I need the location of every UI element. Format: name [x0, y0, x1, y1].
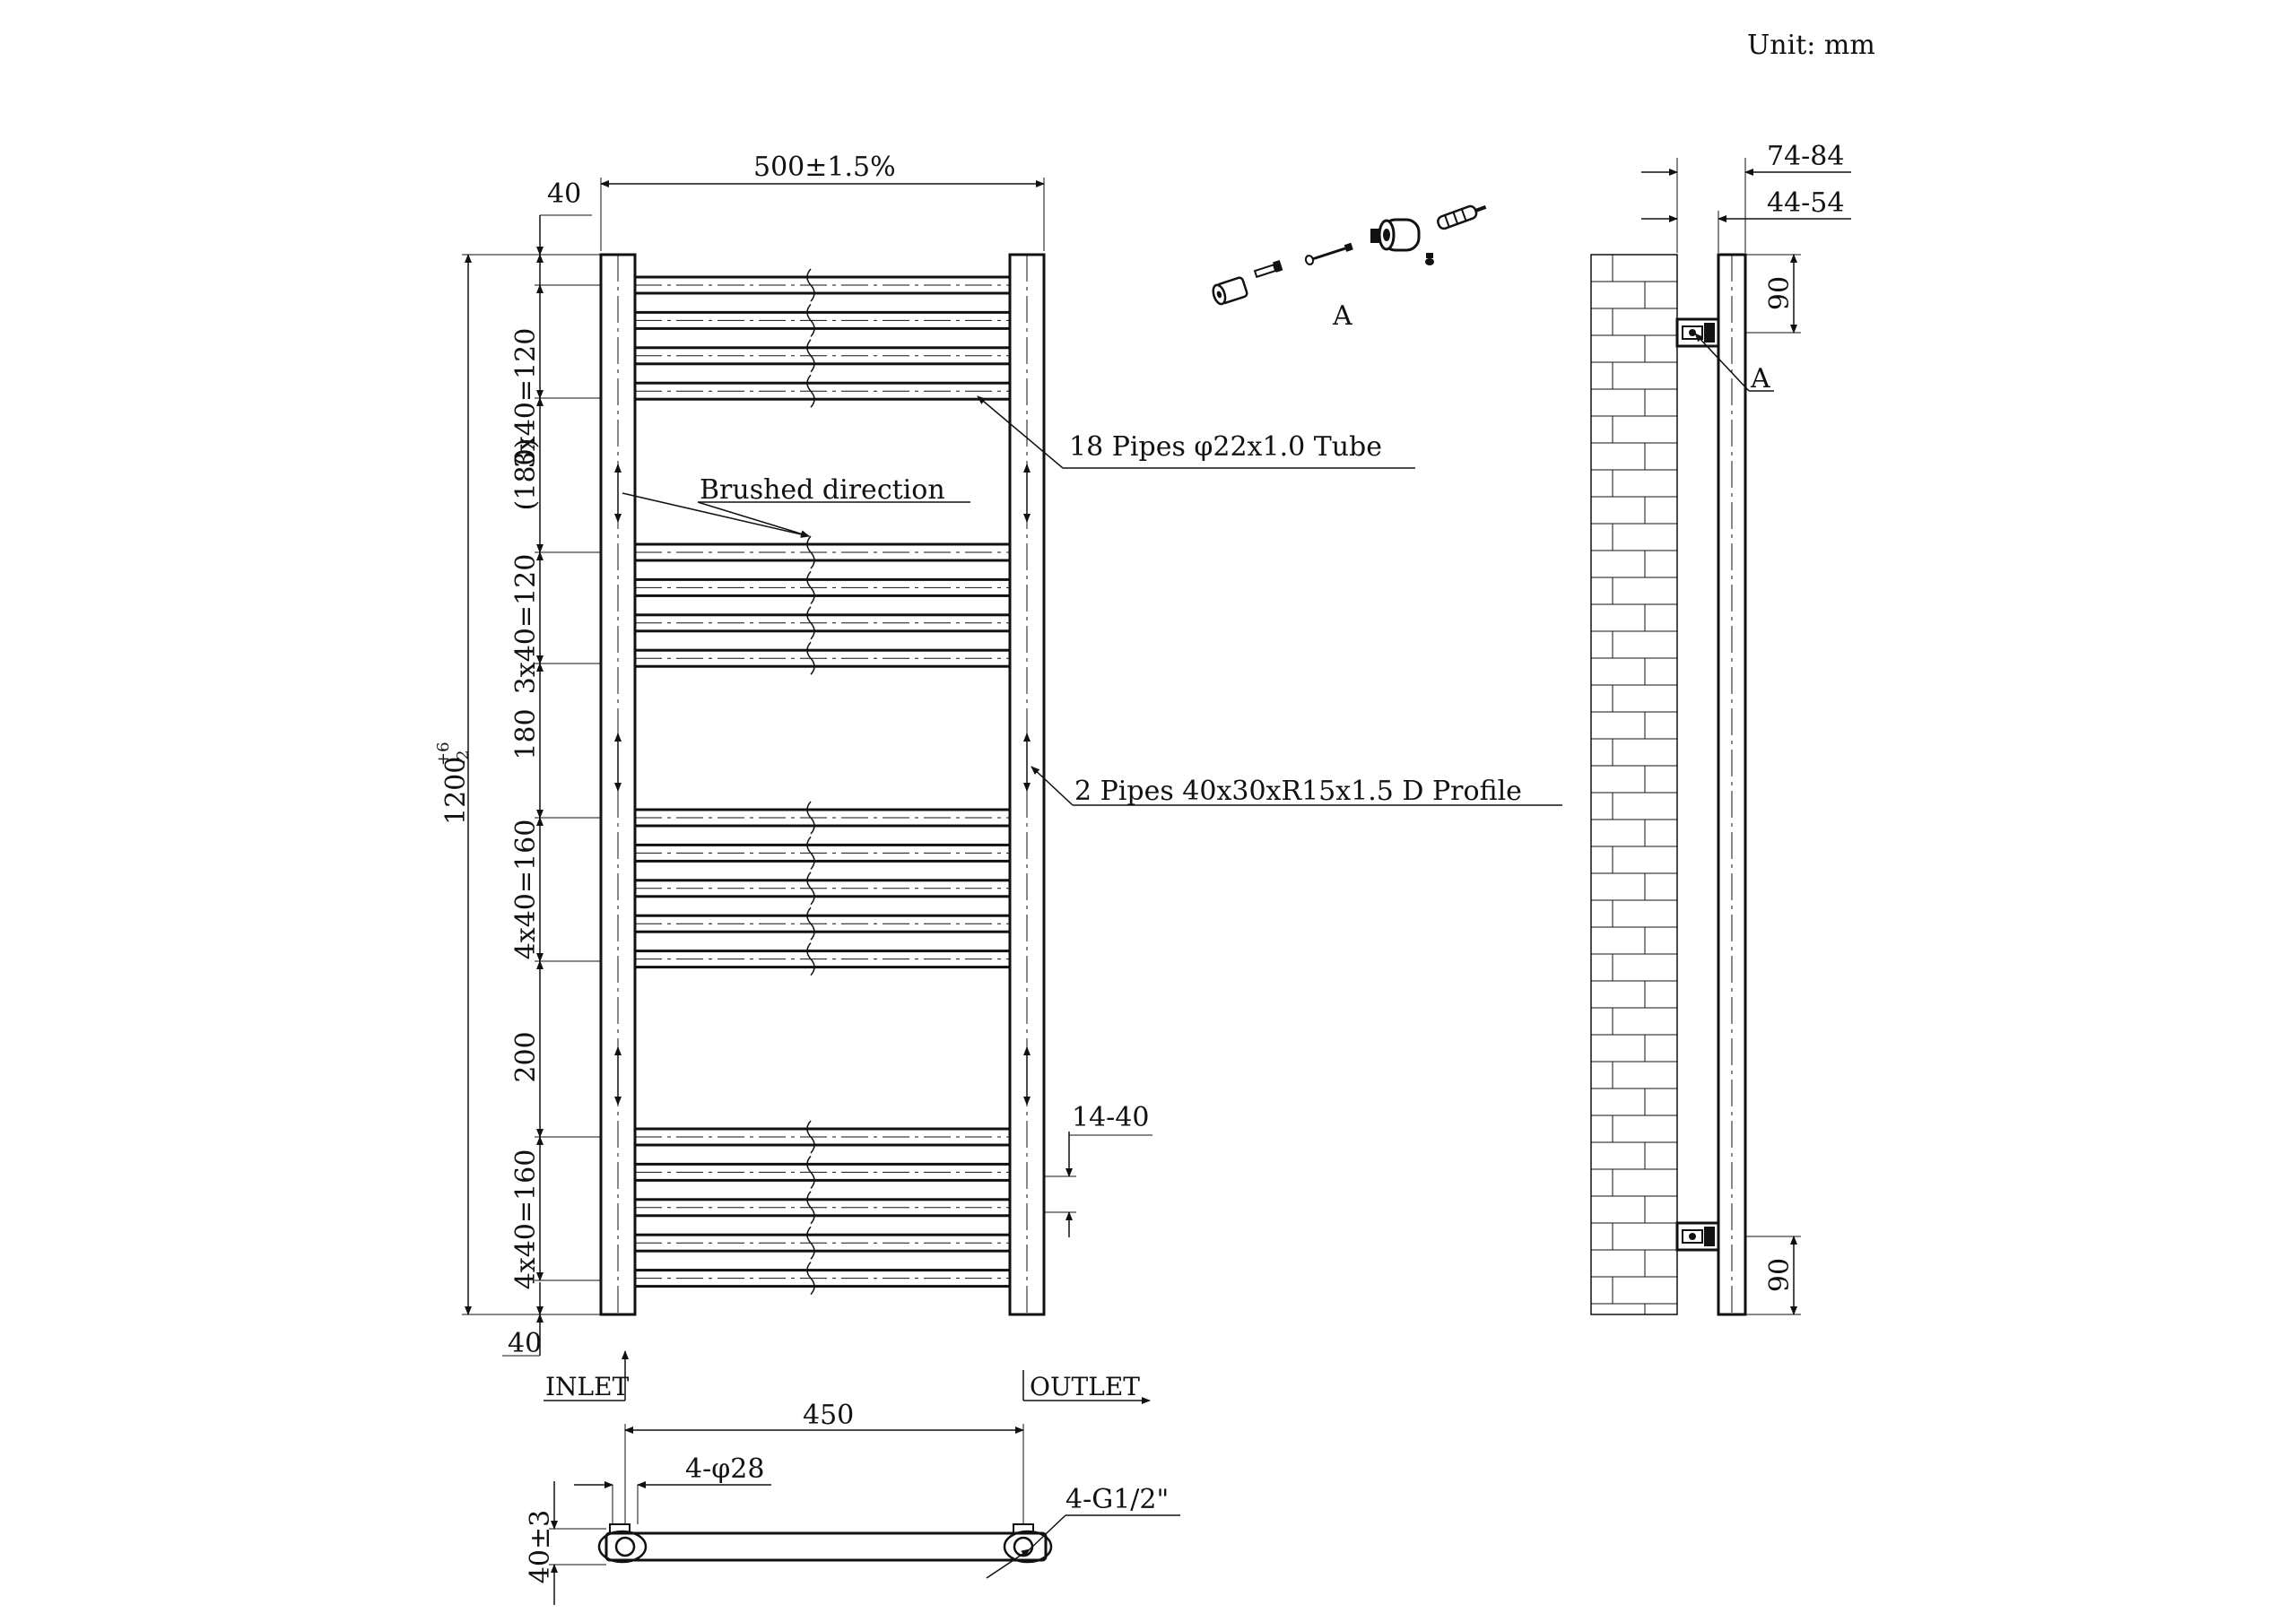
bracket-top-dimension: 90 — [1764, 276, 1796, 310]
bottom-bracket — [1675, 1221, 1720, 1252]
break-mark — [806, 570, 815, 604]
top-offset-dimension: 40 — [547, 178, 581, 210]
thread-dimension: 4-G1/2" — [1065, 1484, 1169, 1515]
break-mark — [806, 268, 815, 302]
height-tolerance-upper: +6 — [434, 742, 453, 766]
segment-dim-2: (180) — [510, 438, 542, 511]
fixing-kit-detail: A — [1212, 204, 1487, 332]
pipe-bars — [633, 275, 1012, 1288]
profile-callout: 2 Pipes 40x30xR15x1.5 D Profile — [1074, 776, 1522, 807]
segment-dim-6: 200 — [510, 1031, 542, 1082]
break-mark — [806, 872, 815, 906]
depth-dimension: 40±3 — [525, 1510, 556, 1583]
segment-dimension-chain — [535, 284, 601, 1281]
bottom-offset-dimension: 40 — [508, 1328, 542, 1359]
bracket-bottom-dimension: 90 — [1764, 1258, 1796, 1292]
break-mark — [806, 1155, 815, 1189]
brushed-direction-arrows — [614, 464, 1031, 1106]
break-mark — [806, 535, 815, 569]
side-callout-a: A — [1750, 363, 1770, 395]
pipes-callout: 18 Pipes φ22x1.0 Tube — [1069, 431, 1382, 463]
wall-bricks — [1591, 255, 1677, 1314]
height-dimension: 1200 — [440, 757, 472, 825]
inlet-label: INLET — [545, 1372, 630, 1401]
break-mark — [806, 942, 815, 976]
front-view — [599, 253, 1046, 1316]
break-mark — [806, 1262, 815, 1296]
break-mark — [806, 836, 815, 870]
break-marks — [806, 268, 815, 1296]
break-mark — [806, 1226, 815, 1260]
gap-dimension: 14-40 — [1072, 1102, 1149, 1133]
break-mark — [806, 1191, 815, 1225]
centers-dimension: 450 — [803, 1400, 854, 1431]
break-mark — [806, 801, 815, 835]
break-mark — [806, 906, 815, 941]
break-mark — [806, 606, 815, 640]
side-view: 74-84 44-54 90 90 A — [1590, 141, 1851, 1316]
detail-a-label: A — [1332, 300, 1352, 332]
break-mark — [806, 1120, 815, 1154]
break-mark — [806, 374, 815, 408]
break-mark — [806, 641, 815, 675]
unit-label: Unit: mm — [1747, 30, 1875, 61]
break-mark — [806, 303, 815, 337]
top-bracket — [1675, 317, 1720, 348]
holes-dimension: 4-φ28 — [685, 1453, 764, 1485]
segment-dim-4: 180 — [510, 708, 542, 759]
segment-dim-7: 4x40=160 — [510, 1149, 542, 1290]
side-outer-dimension: 74-84 — [1767, 141, 1844, 172]
wall — [1590, 254, 1678, 1315]
outlet-label: OUTLET — [1030, 1372, 1140, 1401]
break-mark — [806, 339, 815, 373]
segment-dim-1: 3x40=120 — [510, 328, 542, 469]
bottom-view: 450 4-φ28 4-G1/2" 40±3 — [525, 1400, 1180, 1605]
segment-dim-5: 4x40=160 — [510, 820, 542, 960]
segment-dim-3: 3x40=120 — [510, 554, 542, 695]
side-inner-dimension: 44-54 — [1767, 187, 1844, 219]
brushed-direction-callout: Brushed direction — [700, 474, 945, 506]
width-dimension: 500±1.5% — [753, 152, 896, 183]
height-tolerance-lower: -2 — [454, 750, 473, 766]
